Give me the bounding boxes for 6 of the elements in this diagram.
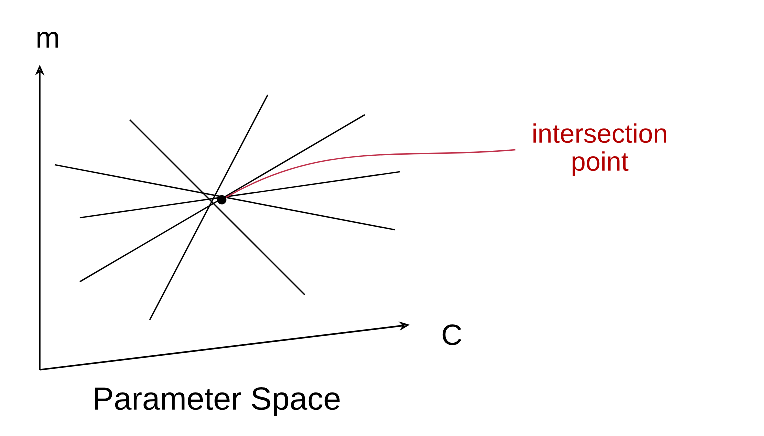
axis-label: m <box>38 32 58 48</box>
callout-text: intersection point <box>534 124 666 176</box>
axis-label: C <box>442 324 462 346</box>
intersection-dot <box>217 195 227 205</box>
caption: Parameter Space <box>95 388 340 416</box>
leader-line <box>226 149 516 198</box>
